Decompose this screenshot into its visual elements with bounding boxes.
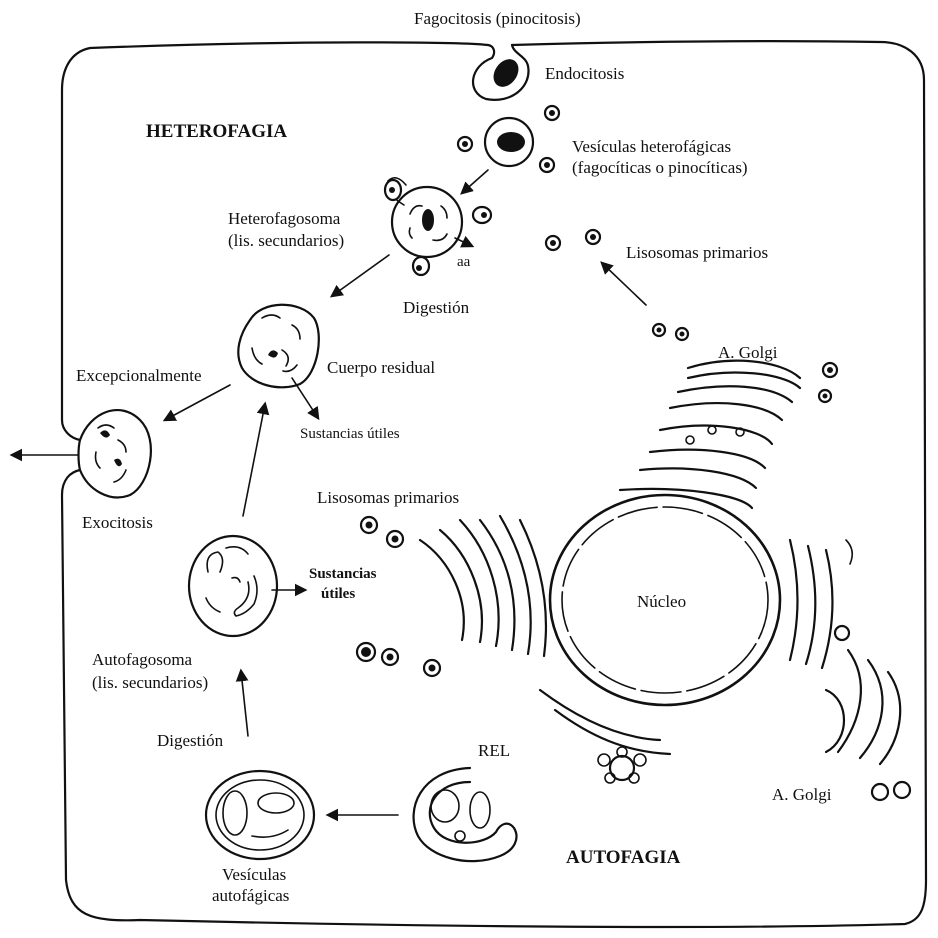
rel-vesicle-forming [414, 768, 517, 861]
label-exocitosis: Exocitosis [82, 513, 153, 532]
golgi-bottom-right [826, 650, 910, 800]
label-excepcionalmente: Excepcionalmente [76, 366, 202, 385]
label-golgi-top: A. Golgi [718, 343, 778, 362]
label-fagocitosis: Fagocitosis (pinocitosis) [414, 9, 581, 28]
label-vesiculas-auto-1: Vesículas [222, 865, 286, 884]
arrow-excepcionalmente [165, 385, 230, 420]
label-sustancias-bold-1: Sustancias [309, 566, 377, 582]
label-vesiculas-auto-2: autofágicas [212, 886, 289, 905]
primary-lysosomes-mid [357, 517, 440, 676]
label-endocitosis: Endocitosis [545, 64, 624, 83]
arrow-aa [455, 238, 472, 246]
cuerpo-residual [238, 305, 319, 388]
arrow-to-heterofagosoma [462, 170, 488, 193]
label-sustancias-utiles-top: Sustancias útiles [300, 426, 400, 442]
label-vesiculas-het-2: (fagocíticas o pinocíticas) [572, 158, 748, 177]
label-sustancias-bold-2: útiles [321, 586, 355, 602]
label-autofagia: AUTOFAGIA [566, 847, 681, 868]
label-vesiculas-het-1: Vesículas heterofágicas [572, 137, 731, 156]
label-aa: aa [457, 254, 471, 270]
label-digestion-bottom: Digestión [157, 731, 224, 750]
label-autofagosoma-1: Autofagosoma [92, 650, 193, 669]
label-heterofagia: HETEROFAGIA [146, 121, 287, 142]
golgi-left [420, 516, 546, 656]
arrow-golgi-to-lisosomas [602, 263, 646, 305]
endocytosis-particle [488, 54, 523, 91]
label-heterofagosoma-1: Heterofagosoma [228, 209, 341, 228]
arrow-to-cuerpo-residual [332, 255, 389, 296]
heterophagic-vesicle [485, 118, 533, 166]
heterofagosoma [385, 178, 491, 275]
golgi-top [620, 361, 837, 508]
label-heterofagosoma-2: (lis. secundarios) [228, 231, 344, 250]
arrow-autofagosoma-up [243, 404, 265, 516]
autofagosoma [189, 536, 277, 636]
arrow-sustancias-utiles-top [292, 378, 318, 418]
autophagic-vesicle [206, 771, 314, 859]
label-rel: REL [478, 741, 510, 760]
label-lisosomas-mid: Lisosomas primarios [317, 488, 459, 507]
arrow-digestion-up [241, 671, 248, 736]
exocytosis-body [79, 410, 151, 497]
label-cuerpo-residual: Cuerpo residual [327, 358, 435, 377]
label-autofagosoma-2: (lis. secundarios) [92, 673, 208, 692]
label-golgi-bottom: A. Golgi [772, 785, 832, 804]
label-digestion-top: Digestión [403, 298, 470, 317]
label-lisosomas-top: Lisosomas primarios [626, 243, 768, 262]
golgi-right [790, 540, 852, 668]
label-nucleo: Núcleo [637, 592, 686, 611]
